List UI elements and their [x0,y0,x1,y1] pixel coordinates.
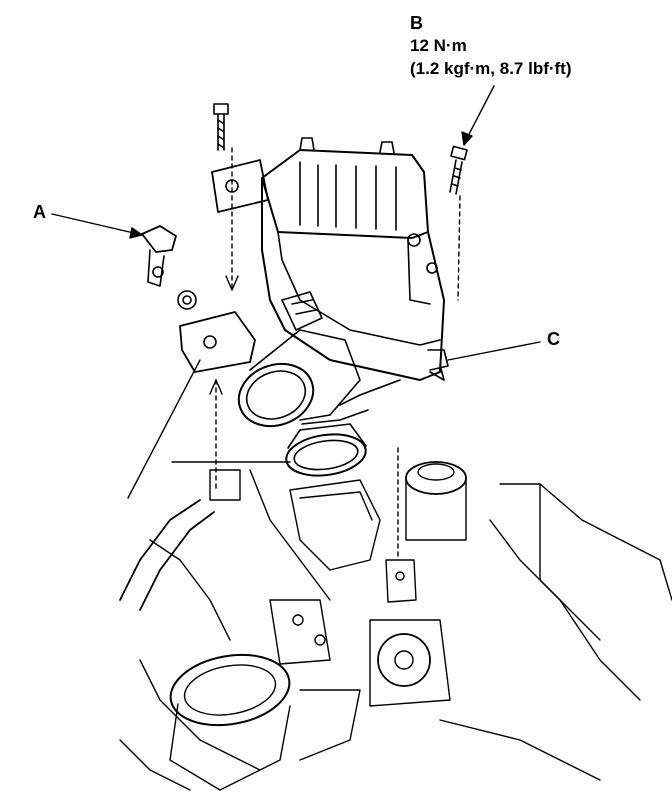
duct-ring [285,423,367,477]
callout-c-label: C [547,329,560,349]
air-cleaner-housing [261,137,449,406]
mount-brackets [179,159,269,373]
bolt-left [213,103,229,151]
leader-lines [51,85,541,561]
intake-tube [237,291,369,428]
callout-a-label: A [33,202,46,222]
torque-spec-nm: 12 N·m [410,36,467,55]
nut [177,290,197,310]
engine-bay-lower [119,461,672,791]
sensor-a [141,225,177,287]
bolt-b [449,145,468,195]
callout-b-label: B [410,13,423,33]
torque-spec-alt-units: (1.2 kgf·m, 8.7 lbf·ft) [410,59,572,78]
